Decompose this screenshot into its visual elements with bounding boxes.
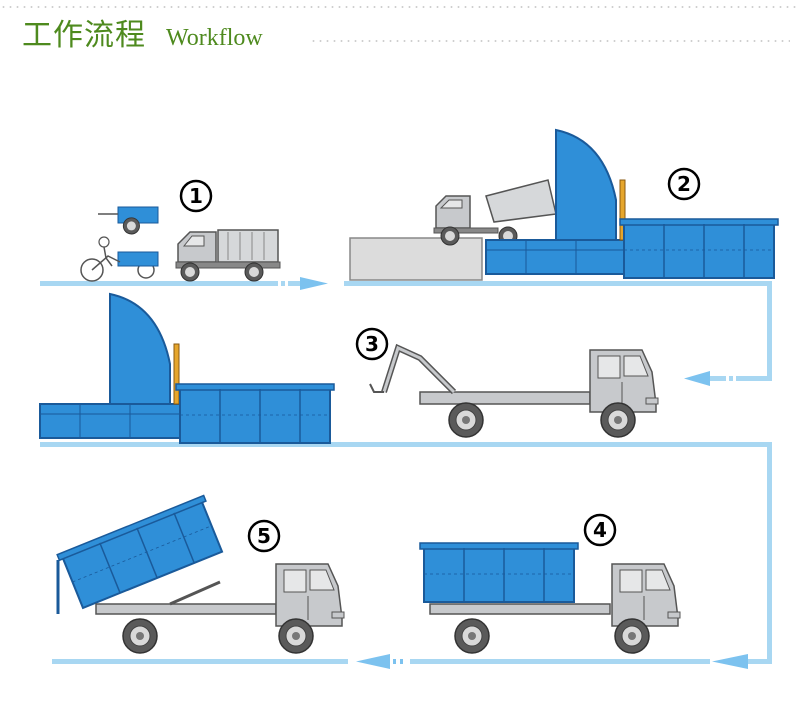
page-title: 工作流程 [22,18,146,53]
step-4-number: 4 [593,518,607,542]
step-4-transport: 4 [419,513,681,654]
step-number-badge [355,327,389,361]
arrow-left-icon [712,654,748,669]
container-blue [175,383,335,444]
step-number-badge [179,179,213,213]
loading-platform [349,237,483,281]
small-garbage-truck [175,229,281,282]
step-number-badge [583,513,617,547]
container-blue [419,542,579,603]
flow-segment-1 [40,281,300,286]
tilted-container [56,494,227,611]
arrow-right-icon [300,277,328,290]
step-1-collection: 1 [80,179,281,282]
flow-path [40,277,772,669]
step-5-number: 5 [257,524,271,548]
step-3-number: 3 [365,332,379,356]
tricycle [80,236,159,282]
flow-segment-3 [40,442,772,447]
header: 工作流程 Workflow [22,16,263,56]
step-3-hooklift-truck: 3 [355,327,659,438]
container-blue [619,218,779,279]
top-dotted-rule [0,6,800,8]
page-subtitle: Workflow [166,25,263,51]
flow-segment-4 [410,659,710,664]
step-5-dumping: 5 [56,494,345,654]
step-number-badge [667,167,701,201]
step-2-number: 2 [677,172,691,196]
flow-segment-5 [52,659,348,664]
flow-segment-2 [344,281,772,286]
step-2-transfer-station: 2 [349,129,779,281]
arrow-left-icon [356,654,390,669]
step-1-number: 1 [189,184,203,208]
step-number-badge [247,519,281,553]
hand-cart [98,206,159,235]
filled-container-station [39,293,335,444]
header-dotted-rule [310,40,790,42]
arrow-left-icon [684,371,710,386]
tipping-small-truck [433,179,557,246]
